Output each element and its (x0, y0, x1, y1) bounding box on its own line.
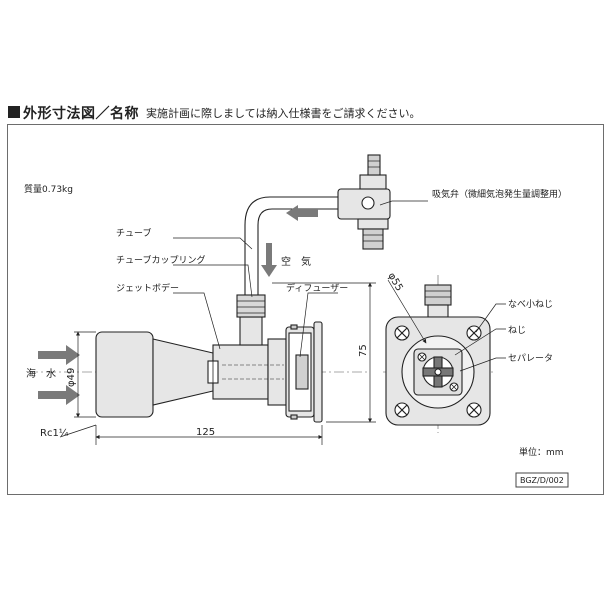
drawing-frame: 質量0.73kg (7, 124, 604, 495)
side-view-leaders (173, 200, 428, 358)
section-note: 実施計画に際しましては納入仕様書をご請求ください。 (146, 107, 421, 120)
label-seawater: 海 水 (26, 367, 56, 380)
drawing-id-box (515, 472, 569, 488)
label-jet-body: ジェットボデー (116, 282, 179, 294)
dim-height: 75 (358, 344, 369, 357)
dim-length: 125 (196, 427, 215, 438)
header-square-icon (8, 106, 20, 118)
weight-label: 質量0.73kg (24, 183, 73, 195)
side-view-dimensions (59, 282, 376, 445)
label-pan-head-screw: なべ小ねじ (508, 299, 553, 310)
label-air: 空 気 (281, 255, 311, 268)
seawater-flow-arrows (38, 345, 80, 405)
unit-label: 単位：mm (519, 446, 564, 458)
label-diffuser: ディフューザー (286, 282, 348, 294)
front-view-dimensions (387, 279, 427, 344)
intake-valve (337, 154, 391, 250)
dim-flange-diameter: φ55 (385, 271, 404, 293)
label-screw: ねじ (508, 325, 526, 336)
air-tube (244, 196, 338, 295)
air-flow-arrows (261, 205, 318, 277)
dim-inlet-diameter: φ49 (66, 368, 77, 387)
section-header: 外形寸法図／名称 実施計画に際しましては納入仕様書をご請求ください。 (8, 103, 603, 123)
drawing-id: BGZ/D/002 (520, 476, 564, 485)
ejector-side-view (28, 294, 368, 423)
label-intake-valve: 吸気弁（微細気泡発生量調整用） (432, 188, 567, 200)
section-title: 外形寸法図／名称 (23, 106, 139, 122)
label-separator: セパレータ (508, 353, 553, 364)
label-tube-coupling: チューブカップリング (116, 254, 205, 266)
dimension-drawing: 質量0.73kg (24, 154, 569, 488)
dim-thread: Rc1¼ (40, 427, 69, 439)
label-tube: チューブ (116, 227, 151, 239)
front-view-leaders (454, 303, 506, 372)
